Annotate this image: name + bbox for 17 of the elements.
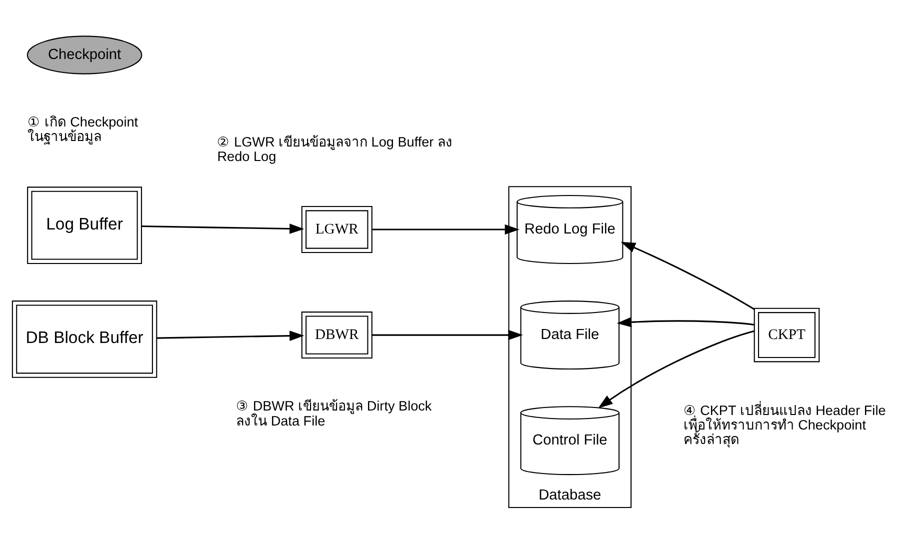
arrow bbox=[598, 330, 754, 408]
label: ④ CKPT เปลี่ยนแปลง Header File เพื่อให้ทราบการทำ Checkpoint ครั้งล่าสุด bbox=[683, 402, 886, 448]
label: ① เกิด Checkpoint ในฐานข้อมูล bbox=[28, 114, 138, 144]
label: ② LGWR เขียนข้อมูลจาก Log Buffer ลง Redo Log bbox=[217, 134, 452, 164]
arrow bbox=[156, 330, 304, 341]
node-box: DB Block Buffer bbox=[12, 300, 158, 378]
label: ③ DBWR เขียนข้อมูล Dirty Block ลงใน Data File bbox=[236, 398, 432, 428]
arrow bbox=[372, 224, 520, 235]
arrow bbox=[620, 242, 755, 310]
arrow bbox=[372, 330, 523, 340]
node-box: LGWR bbox=[301, 206, 372, 254]
node-box: Log Buffer bbox=[27, 186, 142, 264]
node-ellipse: Checkpoint bbox=[26, 36, 142, 74]
arrow bbox=[616, 317, 754, 328]
node-box: CKPT bbox=[754, 308, 820, 362]
arrow bbox=[142, 224, 304, 234]
node-box: DBWR bbox=[301, 312, 372, 359]
